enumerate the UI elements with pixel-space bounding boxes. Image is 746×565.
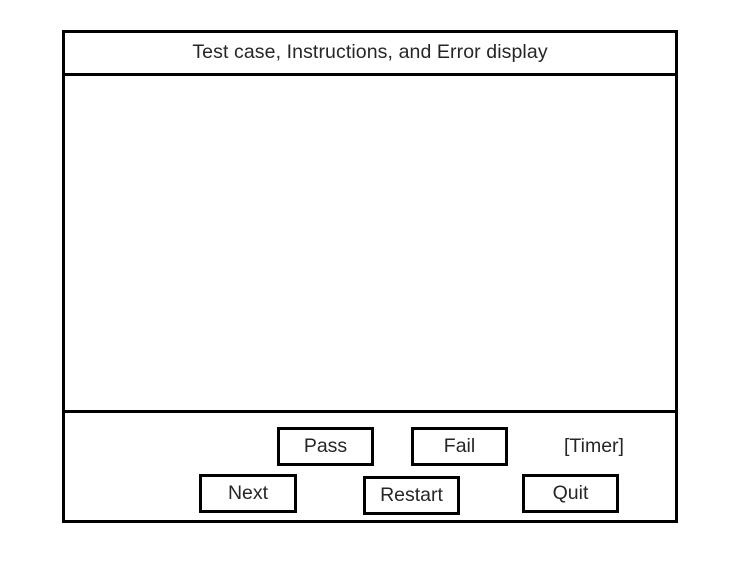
display-content-text [65,76,675,96]
quit-button[interactable]: Quit [522,474,619,513]
page-title: Test case, Instructions, and Error displ… [192,41,548,64]
timer-readout: [Timer] [564,434,624,457]
restart-button[interactable]: Restart [363,476,460,515]
pass-button[interactable]: Pass [277,427,374,466]
fail-button[interactable]: Fail [411,427,508,466]
application-frame: Test case, Instructions, and Error displ… [62,30,678,523]
header-bar: Test case, Instructions, and Error displ… [65,33,675,76]
next-button[interactable]: Next [199,474,297,513]
control-panel: Pass Fail [Timer] Next Restart Quit [65,413,675,520]
test-case-display-area [65,76,675,413]
